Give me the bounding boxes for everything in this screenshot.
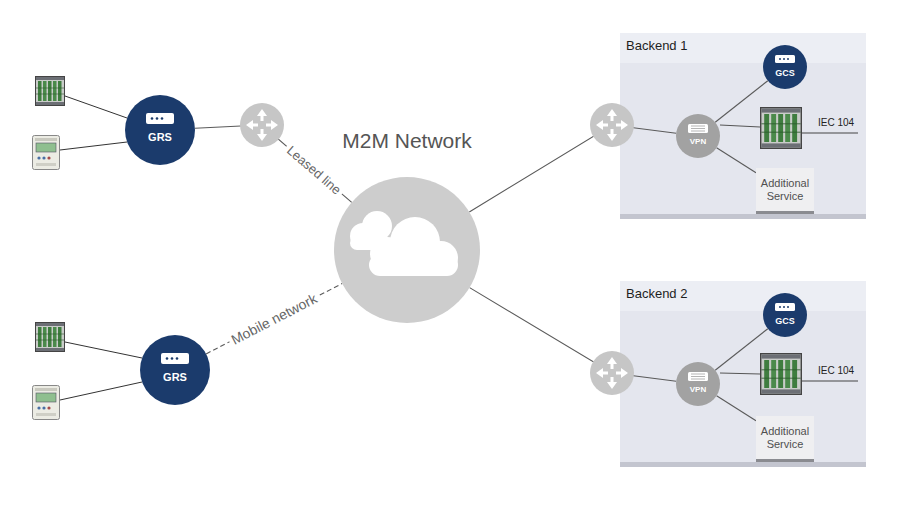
- panel-ground: [620, 281, 866, 467]
- shape-part: [691, 131, 705, 132]
- server-circle: GCS: [763, 293, 807, 337]
- device-wire: [65, 342, 142, 358]
- cloud-circle: [334, 177, 480, 323]
- shape-part: [369, 254, 458, 276]
- gateway-circle: GRS: [125, 95, 195, 165]
- vpn-circle: VPN: [676, 362, 720, 406]
- circle-shape: [140, 335, 210, 405]
- node-label: Backend 2: [626, 287, 687, 300]
- shape-part: [779, 58, 781, 60]
- device-icon: [146, 113, 174, 124]
- service-box: Additional Service: [756, 416, 814, 462]
- circle-shape: [763, 293, 807, 337]
- router-icon: [590, 103, 634, 147]
- device-icon: [688, 372, 708, 381]
- circle-shape: [763, 45, 807, 89]
- protocol-label: IEC 104: [818, 366, 854, 376]
- gateway-circle: GRS: [140, 335, 210, 405]
- iec-line: [802, 381, 858, 382]
- device-wire: [60, 142, 127, 150]
- node-label: Additional Service: [758, 177, 812, 203]
- shape-part: [691, 126, 705, 127]
- circle-shape: [125, 95, 195, 165]
- connector-line: [715, 329, 768, 371]
- shape-part: [787, 306, 789, 308]
- device-icon: [688, 124, 708, 133]
- node-label: Backend 1: [626, 39, 687, 52]
- connector-line: [717, 148, 756, 173]
- node-label: VPN: [676, 138, 720, 146]
- connector-label: Mobile network: [226, 289, 322, 349]
- iec-rack-icon: [761, 108, 802, 149]
- device-wire: [65, 96, 127, 118]
- connector-line: [206, 284, 342, 354]
- iec-rack-icon: [761, 354, 802, 395]
- shape-part: [691, 374, 705, 375]
- shape-part: [691, 128, 705, 129]
- node-label: GRS: [125, 132, 195, 143]
- node-label: GRS: [140, 372, 210, 383]
- circle-fill: [676, 114, 720, 158]
- shape-part: [151, 117, 154, 120]
- node-label: VPN: [676, 386, 720, 394]
- router-icon: [240, 103, 284, 147]
- meter-icon: [33, 386, 60, 420]
- panel-ground: [620, 33, 866, 219]
- shape-part: [166, 357, 169, 360]
- router-icon: [590, 351, 634, 395]
- connector-line: [717, 396, 756, 421]
- device-icon: [775, 55, 795, 63]
- shape-part: [779, 306, 781, 308]
- shape-part: [691, 376, 705, 377]
- network-cloud: M2M Network: [334, 126, 480, 324]
- device-wire: [60, 382, 142, 400]
- node-label: GCS: [763, 69, 807, 78]
- panel-strip: [620, 214, 866, 219]
- panel-ground: [620, 281, 866, 311]
- connector-line: [715, 81, 768, 123]
- circle-shape: [676, 362, 720, 406]
- circle-fill: [140, 335, 210, 405]
- iec-line: [802, 133, 858, 134]
- protocol-label: IEC 104: [818, 118, 854, 128]
- rtu-rack-icon: [36, 323, 65, 352]
- vpn-circle: VPN: [676, 114, 720, 158]
- shape-part: [156, 117, 159, 120]
- shape-part: [783, 58, 785, 60]
- circle-fill: [763, 45, 807, 89]
- node-label: GCS: [763, 317, 807, 326]
- device-icon: [161, 353, 189, 364]
- shape-part: [171, 357, 174, 360]
- circle-fill: [676, 362, 720, 406]
- vpn-wire: [720, 125, 760, 127]
- connector-line: [469, 125, 676, 212]
- node-label: M2M Network: [334, 130, 480, 151]
- device-icon: [775, 303, 795, 311]
- connector-label: Leased line: [282, 140, 347, 199]
- server-circle: GCS: [763, 45, 807, 89]
- cloud-icon: [350, 211, 458, 276]
- rtu-rack-icon: [36, 77, 65, 106]
- shape-part: [691, 379, 705, 380]
- vpn-wire: [720, 373, 760, 374]
- circle-fill: [125, 95, 195, 165]
- panel-ground: [620, 33, 866, 63]
- meter-icon: [33, 136, 60, 170]
- shape-part: [176, 357, 179, 360]
- connector-line: [470, 288, 677, 382]
- circle-fill: [763, 293, 807, 337]
- shape-part: [161, 117, 164, 120]
- shape-part: [783, 306, 785, 308]
- circle-shape: [676, 114, 720, 158]
- panel-strip: [620, 462, 866, 467]
- node-label: Additional Service: [758, 425, 812, 451]
- service-box: Additional Service: [756, 168, 814, 214]
- shape-part: [787, 58, 789, 60]
- cloud-shape: [334, 126, 480, 324]
